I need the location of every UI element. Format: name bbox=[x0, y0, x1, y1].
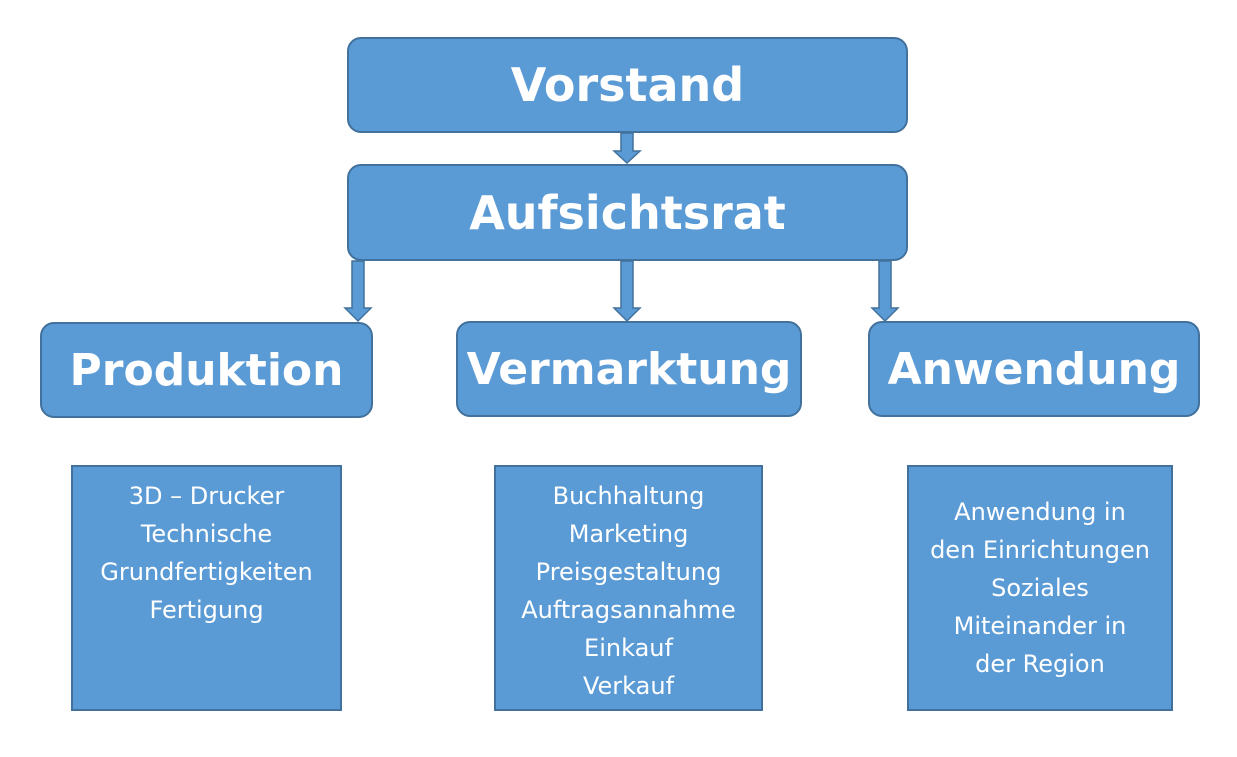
detail-item: Preisgestaltung bbox=[535, 558, 722, 586]
detail-item: Anwendung in bbox=[954, 498, 1126, 526]
arrow-vorstand-aufsichtsrat bbox=[612, 132, 642, 165]
detail-item: der Region bbox=[975, 650, 1105, 678]
department-box-vermarktung: Vermarktung bbox=[456, 321, 802, 417]
arrow-aufsichtsrat-anwendung bbox=[870, 260, 900, 323]
detail-item: Buchhaltung bbox=[552, 482, 705, 510]
supervisory-board-label: Aufsichtsrat bbox=[469, 185, 786, 240]
department-box-anwendung: Anwendung bbox=[868, 321, 1200, 417]
detail-item: Marketing bbox=[568, 520, 689, 548]
department-label-vermarktung: Vermarktung bbox=[466, 343, 792, 395]
detail-item: Verkauf bbox=[582, 672, 675, 700]
arrow-aufsichtsrat-vermarktung bbox=[612, 260, 642, 323]
detail-item: Miteinander in bbox=[953, 612, 1127, 640]
detail-item: Grundfertigkeiten bbox=[100, 558, 313, 586]
arrow-aufsichtsrat-produktion bbox=[343, 260, 373, 323]
detail-item: Fertigung bbox=[149, 596, 264, 624]
detail-item: den Einrichtungen bbox=[930, 536, 1150, 564]
supervisory-board-box: Aufsichtsrat bbox=[347, 164, 908, 261]
detail-item: Auftragsannahme bbox=[521, 596, 736, 624]
detail-box-anwendung: Anwendung in den Einrichtungen Soziales … bbox=[907, 465, 1173, 711]
detail-item: Soziales bbox=[991, 574, 1089, 602]
detail-item: Technische bbox=[140, 520, 273, 548]
department-label-produktion: Produktion bbox=[69, 344, 344, 396]
department-box-produktion: Produktion bbox=[40, 322, 373, 418]
board-label: Vorstand bbox=[510, 58, 745, 112]
board-box: Vorstand bbox=[347, 37, 908, 133]
department-label-anwendung: Anwendung bbox=[887, 343, 1181, 395]
detail-box-vermarktung: Buchhaltung Marketing Preisgestaltung Au… bbox=[494, 465, 763, 711]
detail-box-produktion: 3D – Drucker Technische Grundfertigkeite… bbox=[71, 465, 342, 711]
detail-item: 3D – Drucker bbox=[128, 482, 285, 510]
detail-item: Einkauf bbox=[584, 634, 673, 662]
